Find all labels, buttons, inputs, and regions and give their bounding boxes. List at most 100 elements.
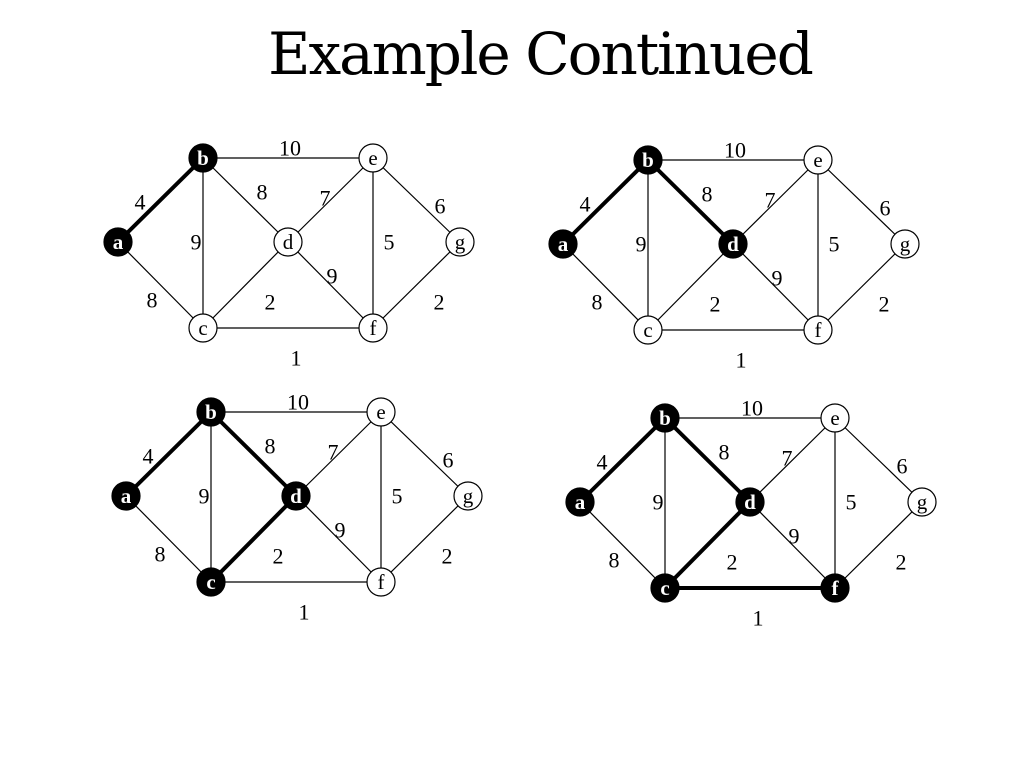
node-label-f: f bbox=[815, 318, 822, 342]
edge-weight-a-c: 8 bbox=[592, 290, 603, 315]
edge-a-b bbox=[116, 156, 205, 244]
edge-weight-d-e: 7 bbox=[765, 188, 776, 213]
edge-weight-a-c: 8 bbox=[155, 542, 166, 567]
edge-weight-b-c: 9 bbox=[199, 484, 210, 509]
node-circle-e bbox=[820, 403, 850, 433]
edge-weight-e-f: 5 bbox=[829, 232, 840, 257]
node-label-b: b bbox=[205, 400, 217, 424]
edge-weight-c-f: 1 bbox=[753, 606, 764, 631]
edge-weight-c-f: 1 bbox=[291, 346, 302, 371]
node-b: b bbox=[650, 403, 680, 433]
edge-weight-c-d: 2 bbox=[265, 290, 276, 315]
node-circle-e bbox=[358, 143, 388, 173]
node-label-c: c bbox=[206, 570, 215, 594]
edge-weight-f-g: 2 bbox=[896, 550, 907, 575]
edge-weight-a-c: 8 bbox=[147, 288, 158, 313]
edge-e-g bbox=[380, 411, 469, 497]
node-c: c bbox=[188, 313, 218, 343]
edge-weight-f-g: 2 bbox=[442, 544, 453, 569]
edge-f-g bbox=[834, 501, 923, 589]
node-circle-d bbox=[718, 229, 748, 259]
edge-f-g bbox=[372, 241, 461, 329]
node-circle-d bbox=[281, 481, 311, 511]
node-circle-a bbox=[103, 227, 133, 257]
edge-weight-b-d: 8 bbox=[257, 180, 268, 205]
edge-weight-a-b: 4 bbox=[597, 450, 608, 475]
node-circle-c bbox=[188, 313, 218, 343]
edge-weight-e-f: 5 bbox=[384, 230, 395, 255]
edge-b-d bbox=[663, 416, 752, 504]
node-label-f: f bbox=[832, 576, 840, 600]
edge-weight-d-f: 9 bbox=[772, 266, 783, 291]
node-circle-d bbox=[735, 487, 765, 517]
node-circle-b bbox=[196, 397, 226, 427]
node-label-d: d bbox=[744, 490, 756, 514]
node-label-a: a bbox=[558, 232, 569, 256]
edge-f-g bbox=[817, 243, 906, 331]
edge-weight-b-d: 8 bbox=[719, 440, 730, 465]
edge-weight-b-c: 9 bbox=[191, 230, 202, 255]
edge-weight-b-e: 10 bbox=[287, 390, 309, 415]
edge-f-g bbox=[380, 495, 469, 583]
node-g: g bbox=[453, 481, 483, 511]
edge-a-b bbox=[578, 416, 667, 504]
node-e: e bbox=[358, 143, 388, 173]
edge-weight-d-e: 7 bbox=[328, 440, 339, 465]
edge-weight-e-g: 6 bbox=[435, 194, 446, 219]
node-g: g bbox=[445, 227, 475, 257]
node-label-d: d bbox=[727, 232, 739, 256]
node-label-c: c bbox=[643, 318, 652, 342]
node-c: c bbox=[196, 567, 226, 597]
edge-a-c bbox=[125, 495, 212, 583]
edge-weight-c-d: 2 bbox=[727, 550, 738, 575]
node-circle-b bbox=[650, 403, 680, 433]
edge-weight-b-c: 9 bbox=[653, 490, 664, 515]
node-e: e bbox=[820, 403, 850, 433]
edge-weight-b-e: 10 bbox=[279, 136, 301, 161]
node-f: f bbox=[358, 313, 388, 343]
node-circle-d bbox=[273, 227, 303, 257]
edge-weight-b-e: 10 bbox=[741, 396, 763, 421]
node-b: b bbox=[633, 145, 663, 175]
edge-weight-a-b: 4 bbox=[143, 444, 154, 469]
node-label-b: b bbox=[642, 148, 654, 172]
edge-d-f bbox=[732, 243, 819, 331]
node-circle-f bbox=[803, 315, 833, 345]
node-g: g bbox=[907, 487, 937, 517]
edge-weight-c-d: 2 bbox=[273, 544, 284, 569]
edge-a-c bbox=[117, 241, 204, 329]
edge-a-c bbox=[579, 501, 666, 589]
edge-weight-e-f: 5 bbox=[392, 484, 403, 509]
edge-weight-b-d: 8 bbox=[702, 182, 713, 207]
node-label-f: f bbox=[370, 316, 377, 340]
node-label-g: g bbox=[463, 484, 474, 508]
edge-b-d bbox=[202, 157, 289, 243]
node-circle-b bbox=[633, 145, 663, 175]
node-label-g: g bbox=[917, 490, 928, 514]
edge-a-b bbox=[561, 158, 650, 246]
node-circle-f bbox=[820, 573, 850, 603]
edge-weight-d-e: 7 bbox=[782, 446, 793, 471]
edge-e-g bbox=[817, 159, 906, 245]
edge-weight-f-g: 2 bbox=[434, 290, 445, 315]
node-label-d: d bbox=[290, 484, 302, 508]
edge-d-e bbox=[749, 417, 836, 503]
edge-c-d bbox=[209, 494, 298, 584]
node-label-e: e bbox=[813, 148, 822, 172]
edge-weight-d-f: 9 bbox=[327, 264, 338, 289]
edge-weight-e-g: 6 bbox=[443, 448, 454, 473]
edge-weight-c-f: 1 bbox=[736, 348, 747, 373]
edge-weight-a-b: 4 bbox=[135, 190, 146, 215]
edge-weight-e-g: 6 bbox=[897, 454, 908, 479]
node-a: a bbox=[565, 487, 595, 517]
edge-c-d bbox=[647, 243, 734, 331]
edge-weight-f-g: 2 bbox=[879, 292, 890, 317]
edge-weight-a-c: 8 bbox=[609, 548, 620, 573]
edge-weight-e-f: 5 bbox=[846, 490, 857, 515]
node-label-e: e bbox=[830, 406, 839, 430]
node-circle-a bbox=[548, 229, 578, 259]
